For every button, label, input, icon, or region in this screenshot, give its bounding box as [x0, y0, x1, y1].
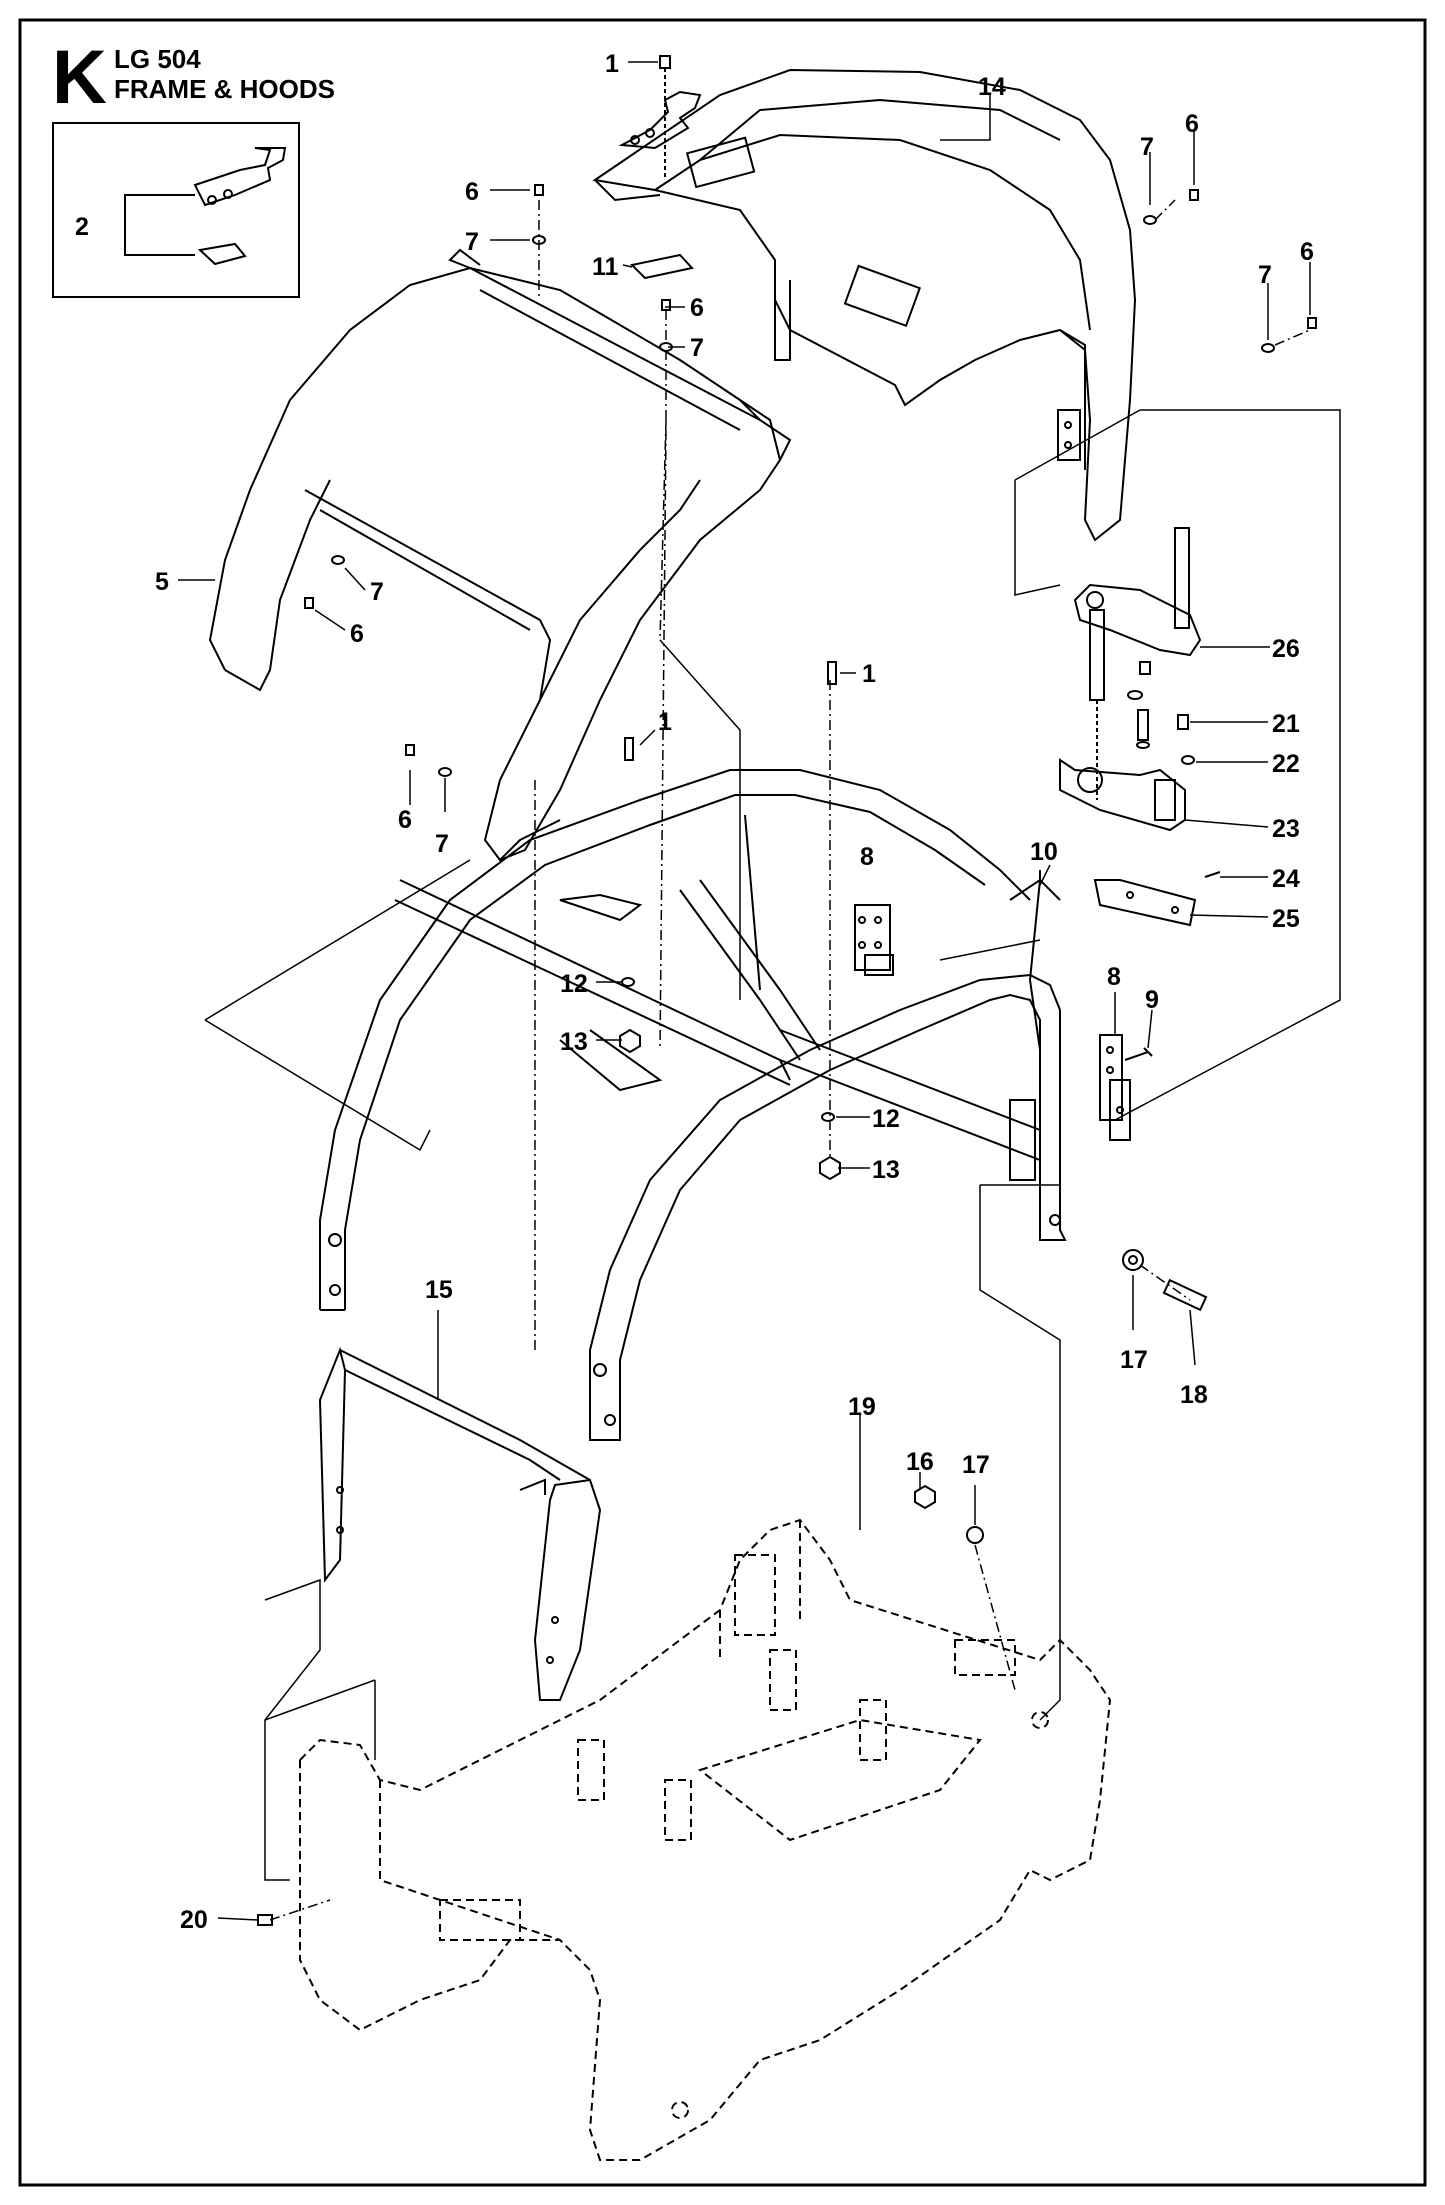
model-label: LG 504	[114, 44, 201, 74]
callout-leaders	[178, 61, 1311, 1921]
callout-6: 6	[1300, 238, 1314, 266]
callout-1: 1	[862, 660, 876, 688]
callouts: 1 14 7 6 7 6 2 6 7 11 6 7 5 7 6 6 7 1 1 …	[75, 50, 1314, 1934]
callout-20: 20	[180, 1906, 208, 1934]
callout-6: 6	[1185, 110, 1199, 138]
callout-25: 25	[1272, 905, 1300, 933]
pad-11	[629, 253, 694, 280]
alignment-lines	[269, 199, 1311, 1921]
callout-17: 17	[1120, 1346, 1148, 1374]
callout-26: 26	[1272, 635, 1300, 663]
callout-16: 16	[906, 1448, 934, 1476]
callout-6: 6	[398, 806, 412, 834]
callout-22: 22	[1272, 750, 1300, 778]
hood-front	[208, 248, 792, 862]
callout-1: 1	[658, 708, 672, 736]
callout-13: 13	[560, 1028, 588, 1056]
callout-7: 7	[370, 578, 384, 606]
section-letter: K	[52, 35, 107, 120]
callout-6: 6	[350, 620, 364, 648]
callout-7: 7	[1258, 261, 1272, 289]
callout-23: 23	[1272, 815, 1300, 843]
callout-7: 7	[690, 334, 704, 362]
callout-15: 15	[425, 1276, 453, 1304]
callout-9: 9	[1145, 986, 1159, 1014]
handle-assembly	[1059, 527, 1221, 927]
callout-6: 6	[690, 294, 704, 322]
callout-18: 18	[1180, 1381, 1208, 1409]
callout-12: 12	[872, 1105, 900, 1133]
fasteners	[257, 184, 1317, 1926]
diagram-title: FRAME & HOODS	[114, 74, 335, 104]
latch-hood	[618, 55, 702, 180]
base-plate	[299, 1518, 1112, 2161]
callout-5: 5	[155, 568, 169, 596]
latch-inset-box	[52, 122, 300, 298]
callout-1: 1	[605, 50, 619, 78]
callout-8: 8	[860, 843, 874, 871]
bumper-bar	[318, 1346, 602, 1701]
hinge-plate-8b	[1099, 1034, 1153, 1141]
frame-rollbar	[319, 769, 1067, 1441]
callout-10: 10	[1030, 838, 1058, 866]
callout-11: 11	[592, 253, 619, 281]
callout-17: 17	[962, 1451, 990, 1479]
hinge-plate-8a	[854, 904, 894, 976]
callout-24: 24	[1272, 865, 1300, 893]
callout-14: 14	[978, 73, 1006, 101]
callout-7: 7	[435, 830, 449, 858]
page-border	[18, 18, 1427, 2187]
callout-19: 19	[848, 1393, 876, 1421]
callout-13: 13	[872, 1156, 900, 1184]
callout-7: 7	[1140, 133, 1154, 161]
callout-2: 2	[75, 213, 89, 241]
callout-7: 7	[465, 228, 479, 256]
callout-8: 8	[1107, 963, 1121, 991]
reference-lines	[204, 409, 1341, 1881]
callout-6: 6	[465, 178, 479, 206]
callout-12: 12	[560, 970, 588, 998]
callout-21: 21	[1272, 710, 1300, 738]
hood-rear	[592, 68, 1137, 542]
